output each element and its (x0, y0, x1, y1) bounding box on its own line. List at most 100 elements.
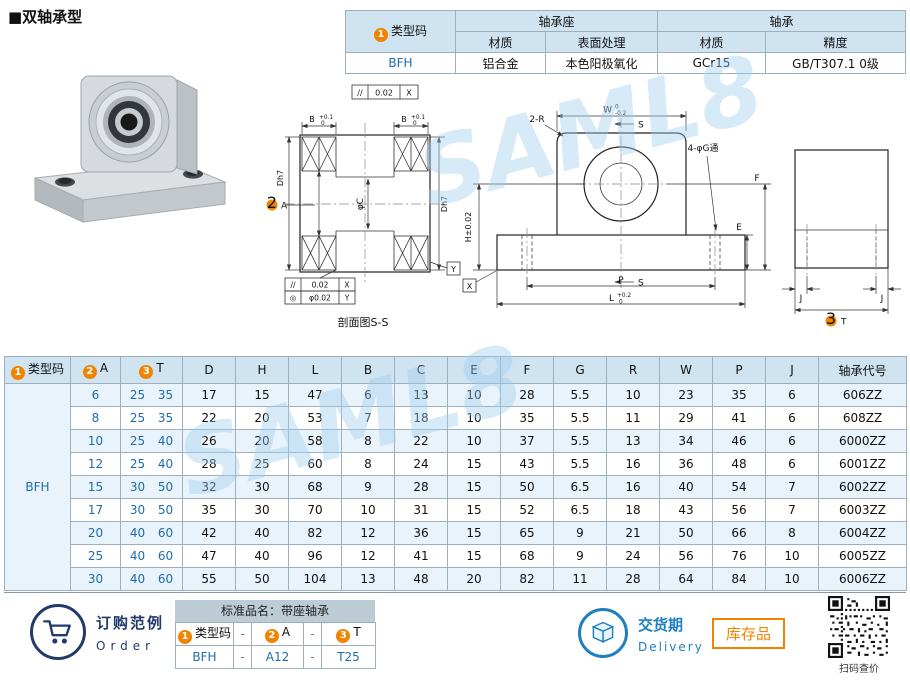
cell: 12 (341, 544, 395, 568)
dim-F: F (666, 174, 771, 271)
cell: 20 (235, 429, 289, 453)
cell: 6003ZZ (818, 498, 907, 522)
label-4g: 4-φG通 (688, 143, 719, 154)
bearing-sections (301, 136, 429, 271)
delivery-title: 交货期 (638, 616, 684, 634)
cell: 31 (394, 498, 448, 522)
cell: 18 (606, 498, 660, 522)
cell: 65 (500, 521, 554, 545)
cell: 15 (70, 475, 121, 499)
cell: 15 (447, 521, 501, 545)
circled-1: 1 (373, 27, 388, 42)
cell: 40 (235, 544, 289, 568)
dash: - (303, 622, 322, 646)
a-label: A (99, 361, 109, 375)
delivery-box-icon (591, 621, 615, 643)
cell: 6.5 (553, 498, 607, 522)
sample-a: A12 (251, 645, 304, 669)
spec-value-bearing-material: GCr15 (657, 52, 767, 74)
cell: 8 (341, 429, 395, 453)
cell: 8 (341, 452, 395, 476)
cell: 7 (765, 475, 819, 499)
header-col: J (765, 356, 819, 384)
cell: 6000ZZ (818, 429, 907, 453)
cell: 104 (288, 567, 342, 591)
cell: 35 (712, 383, 766, 407)
cell: 41 (712, 406, 766, 430)
cell: 13 (606, 429, 660, 453)
fcf-symbol: ◎ (290, 294, 297, 303)
cell: 84 (712, 567, 766, 591)
type-label: 类型码 (195, 626, 232, 640)
spec-header-housing: 轴承座 (454, 10, 659, 32)
circled-2: 2 (267, 193, 277, 212)
corner-radius: 2-R (529, 115, 564, 137)
cell: 6 (70, 383, 121, 407)
dash: - (233, 645, 252, 669)
label-s: S (638, 121, 644, 131)
cell: 15 (447, 452, 501, 476)
footer-divider (4, 592, 906, 593)
section-view: // 0.02 X (266, 84, 461, 329)
header-col: R (606, 356, 660, 384)
cell: 56 (659, 544, 713, 568)
label-l: L (609, 294, 614, 304)
label-s: S (638, 279, 644, 289)
sample-code: BFH (175, 645, 234, 669)
type-code-label: 类型码 (390, 23, 427, 38)
dim-D: Dh7 Dh7 (276, 136, 449, 271)
technical-drawing: // 0.02 X (266, 84, 901, 329)
label-f: F (754, 174, 759, 184)
cell: 11 (606, 406, 660, 430)
cell: 40 (235, 521, 289, 545)
circled-2: 2 (264, 629, 279, 643)
dim-E: E (736, 223, 753, 271)
cell: 56 (712, 498, 766, 522)
cell: 7 (765, 498, 819, 522)
type-code-cell: BFH (4, 383, 71, 591)
cell: 6 (765, 452, 819, 476)
cell: 25 40 (120, 452, 183, 476)
cell: 6005ZZ (818, 544, 907, 568)
dim-A: 2 A (266, 170, 322, 237)
fcf-value: φ0.02 (309, 294, 331, 303)
section-cut-S: S S (614, 121, 644, 289)
cell: 10 (765, 544, 819, 568)
cell: 25 35 (120, 383, 183, 407)
tol-b-zero: 0 (413, 121, 417, 127)
cell: 7 (341, 406, 395, 430)
cell: 46 (712, 429, 766, 453)
cell: 606ZZ (818, 383, 907, 407)
cell: 55 (182, 567, 236, 591)
qr-caption: 扫码查价 (839, 664, 879, 675)
cell: 6 (765, 429, 819, 453)
circled-3: 3 (336, 629, 351, 643)
label-b: B (309, 115, 315, 124)
cell: 35 (182, 498, 236, 522)
cell: 6006ZZ (818, 567, 907, 591)
cell: 36 (659, 452, 713, 476)
datum-x-label: X (467, 282, 473, 291)
dim-T: 3 T (794, 307, 889, 328)
cell: 6002ZZ (818, 475, 907, 499)
cell: 12 (70, 452, 121, 476)
label-dh7: Dh7 (276, 170, 285, 186)
cell: 24 (606, 544, 660, 568)
tol-b-plus: +0.1 (411, 115, 425, 121)
cell: 64 (659, 567, 713, 591)
cell: 15 (447, 475, 501, 499)
cell: 53 (288, 406, 342, 430)
cell: 40 60 (120, 544, 183, 568)
fcf-symbol: // (357, 89, 363, 98)
dim-W: W 0 -0.2 (556, 105, 687, 131)
label-phic: φC (356, 198, 366, 210)
